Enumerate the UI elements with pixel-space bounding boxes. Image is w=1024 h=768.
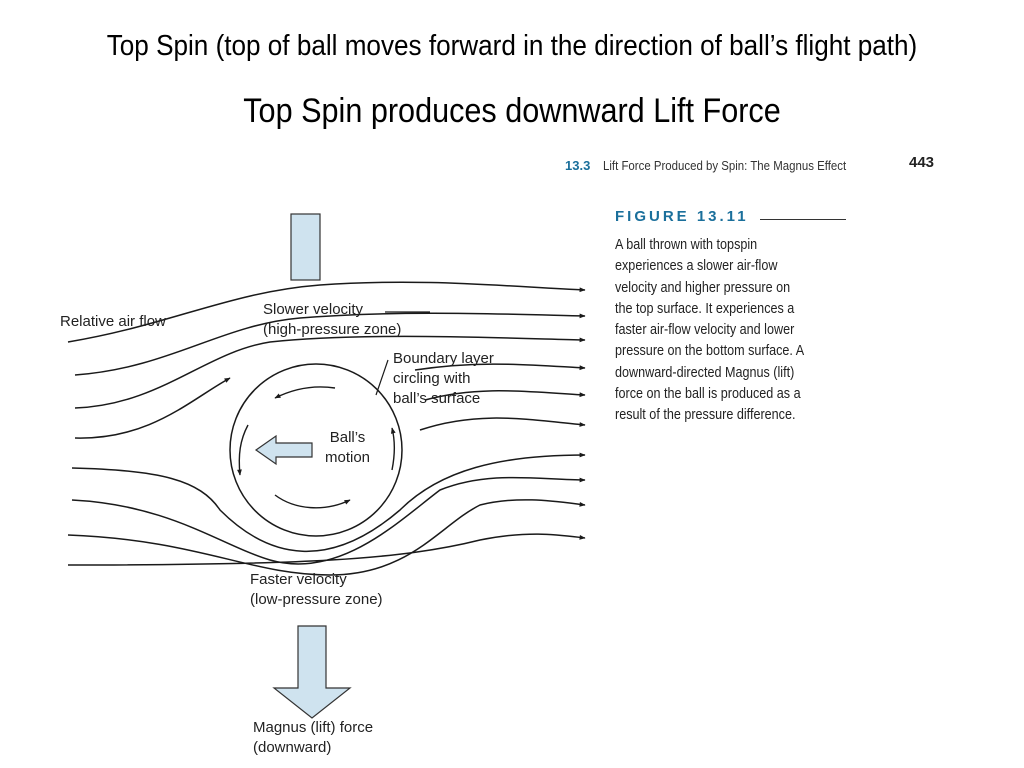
figure-caption: A ball thrown with topspin experiences a… [615, 234, 842, 426]
caption-line: experiences a slower air-flow [615, 257, 778, 275]
streamline [71, 452, 586, 553]
streamline [74, 312, 586, 376]
book-page-header: 13.3 Lift Force Produced by Spin: The Ma… [565, 152, 945, 176]
faster-velocity-label: Faster velocity (low-pressure zone) [250, 570, 383, 610]
caption-line: pressure on the bottom surface. A [615, 342, 805, 360]
section-title: Lift Force Produced by Spin: The Magnus … [603, 158, 847, 173]
magnus-force-label: Magnus (lift) force (downward) [253, 718, 373, 758]
leader-line [375, 359, 389, 396]
caption-line: A ball thrown with topspin [615, 236, 758, 253]
ball [229, 363, 403, 537]
label-line: Faster velocity [250, 571, 347, 588]
magnus-force-arrow [272, 625, 352, 719]
ball-motion-arrow [254, 434, 313, 466]
label-line: (high-pressure zone) [263, 321, 402, 338]
label-line: (low-pressure zone) [250, 591, 383, 608]
label-line: circling with [393, 370, 471, 387]
streamline [67, 533, 586, 566]
boundary-layer-arrows [237, 386, 396, 509]
streamline [419, 417, 586, 431]
caption-line: faster air-flow velocity and lower [615, 321, 795, 339]
figure-label: FIGURE 13.11 [615, 208, 749, 225]
air-flow-block-arrow [290, 213, 321, 281]
slide-title-line-2: Top Spin produces downward Lift Force [243, 92, 781, 130]
label-line: motion [325, 449, 371, 466]
caption-line: the top surface. It experiences a [615, 299, 795, 317]
label-line: Boundary layer [393, 350, 494, 367]
streamlines [67, 281, 586, 576]
label-line: ball’s surface [393, 390, 481, 407]
label-line: (downward) [253, 739, 332, 756]
slower-velocity-label: Slower velocity (high-pressure zone) [263, 300, 401, 340]
spin-arrow [390, 427, 396, 471]
streamline [424, 389, 586, 401]
section-number: 13.3 [565, 158, 591, 173]
spin-arrow [274, 494, 351, 509]
spin-arrow [274, 386, 336, 399]
label-line: Ball’s [329, 429, 366, 446]
balls-motion-label: Ball’s motion [325, 428, 370, 468]
streamline [67, 281, 586, 343]
label-line: Magnus (lift) force [253, 719, 374, 736]
figure-rule [760, 219, 846, 220]
page-number: 443 [909, 154, 935, 171]
streamline [414, 363, 586, 371]
spin-arrow [237, 424, 249, 476]
caption-line: velocity and higher pressure on [615, 278, 791, 296]
caption-line: result of the pressure difference. [615, 406, 796, 424]
streamline [74, 377, 231, 439]
streamline [67, 499, 586, 576]
label-line: Slower velocity [263, 301, 364, 318]
streamline [74, 335, 586, 409]
caption-line: force on the ball is produced as a [615, 385, 801, 403]
caption-line: downward-directed Magnus (lift) [615, 363, 795, 381]
relative-air-flow-label: Relative air flow [60, 313, 166, 330]
streamline [71, 476, 586, 565]
boundary-layer-label: Boundary layer circling with ball’s surf… [393, 349, 494, 409]
slide-title-line-1: Top Spin (top of ball moves forward in t… [106, 30, 918, 62]
